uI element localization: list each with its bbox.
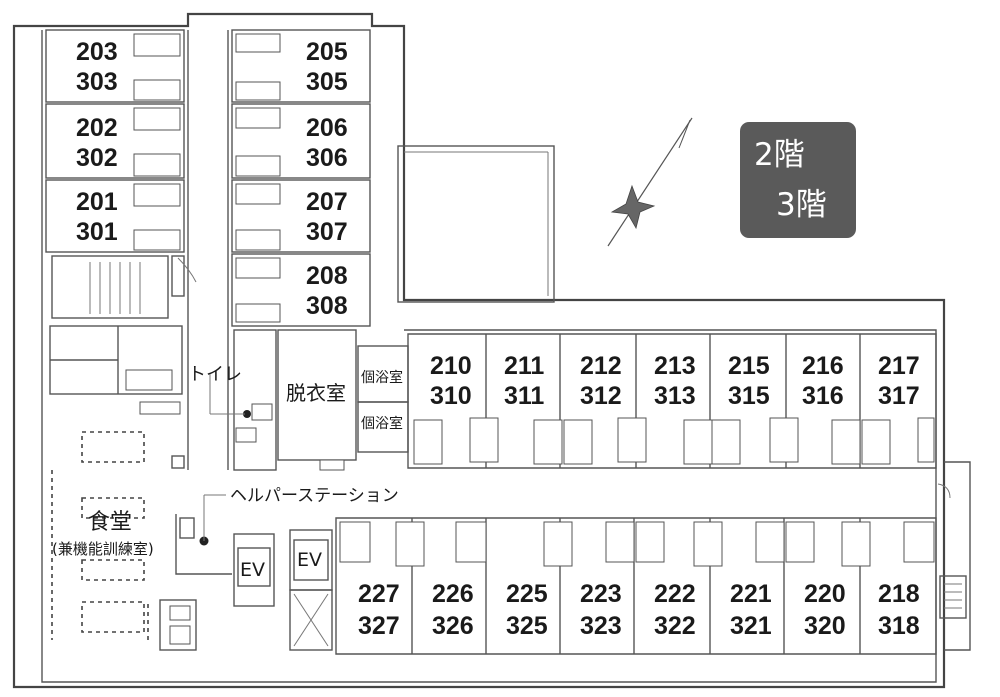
- room-r207-line2: 307: [306, 218, 348, 246]
- room-r216-line2: 316: [802, 382, 844, 410]
- room-r222-line2: 322: [654, 612, 696, 640]
- room-r221-line1: 221: [730, 580, 772, 608]
- room-labels: 203 303 202 302 201 301 205 305 206 306 …: [76, 38, 920, 640]
- room-r201-line2: 301: [76, 218, 118, 246]
- room-r221-line2: 321: [730, 612, 772, 640]
- elevator-block: [233, 529, 333, 651]
- room-r222-line1: 222: [654, 580, 696, 608]
- room-r210-line2: 310: [430, 382, 472, 410]
- room-r202-line2: 302: [76, 144, 118, 172]
- room-r226-line1: 226: [432, 580, 474, 608]
- room-r217-line1: 217: [878, 352, 920, 380]
- room-r211-line1: 211: [504, 352, 544, 380]
- room-r202-line1: 202: [76, 114, 118, 142]
- room-r217-line2: 317: [878, 382, 920, 410]
- elevator-2-label: EV: [297, 549, 322, 571]
- room-r215-line2: 315: [728, 382, 770, 410]
- dining-label: 食堂: [88, 510, 132, 535]
- room-r203-line1: 203: [76, 38, 118, 66]
- left-service-rooms: [49, 325, 183, 415]
- left-room-block: [45, 29, 185, 253]
- helper-station-label: ヘルパーステーション: [230, 486, 399, 506]
- room-r212-line1: 212: [580, 352, 622, 380]
- right-wing-top-rooms: [407, 333, 937, 469]
- room-r211-line2: 311: [504, 382, 544, 410]
- room-r208-line1: 208: [306, 262, 348, 290]
- compass-star-icon: [607, 117, 693, 247]
- stairwell: [51, 255, 185, 319]
- roof-area: [397, 145, 555, 303]
- room-r206-line1: 206: [306, 114, 348, 142]
- room-r225-line1: 225: [506, 580, 548, 608]
- room-r216-line1: 216: [802, 352, 844, 380]
- bath-area: [209, 329, 409, 471]
- right-wing-bottom-rooms: [335, 517, 937, 655]
- room-r223-line1: 223: [580, 580, 622, 608]
- room-r215-line1: 215: [728, 352, 770, 380]
- room-r212-line2: 312: [580, 382, 622, 410]
- room-r206-line2: 306: [306, 144, 348, 172]
- room-r213-line2: 313: [654, 382, 696, 410]
- room-r227-line2: 327: [358, 612, 400, 640]
- room-r220-line2: 320: [804, 612, 846, 640]
- external-stairs: [177, 257, 971, 651]
- changing-room-label: 脱衣室: [286, 381, 346, 405]
- room-r203-line2: 303: [76, 68, 118, 96]
- room-r218-line2: 318: [878, 612, 920, 640]
- floor-badge-line1: 2階: [754, 137, 805, 173]
- room-r226-line2: 326: [432, 612, 474, 640]
- bath-room-1-label: 個浴室: [361, 369, 403, 386]
- room-r205-line1: 205: [306, 38, 348, 66]
- room-r227-line1: 227: [358, 580, 400, 608]
- center-room-block: [231, 29, 371, 327]
- room-r223-line2: 323: [580, 612, 622, 640]
- building-outline: [12, 12, 946, 689]
- floor-badge: 2階 3階: [740, 122, 856, 238]
- room-r208-line2: 308: [306, 292, 348, 320]
- helper-station: [159, 494, 232, 651]
- room-r220-line1: 220: [804, 580, 846, 608]
- room-r225-line2: 325: [506, 612, 548, 640]
- room-r201-line1: 201: [76, 188, 118, 216]
- toilet-label: トイレ: [188, 364, 242, 385]
- room-r207-line1: 207: [306, 188, 348, 216]
- floor-badge-line2: 3階: [776, 187, 827, 223]
- dining-tables: [51, 431, 149, 640]
- dining-sub-label: (兼機能訓練室): [52, 540, 154, 558]
- room-r210-line1: 210: [430, 352, 472, 380]
- elevator-1-label: EV: [240, 559, 265, 581]
- room-r205-line2: 305: [306, 68, 348, 96]
- room-r218-line1: 218: [878, 580, 920, 608]
- room-r213-line1: 213: [654, 352, 696, 380]
- bath-room-2-label: 個浴室: [361, 415, 403, 432]
